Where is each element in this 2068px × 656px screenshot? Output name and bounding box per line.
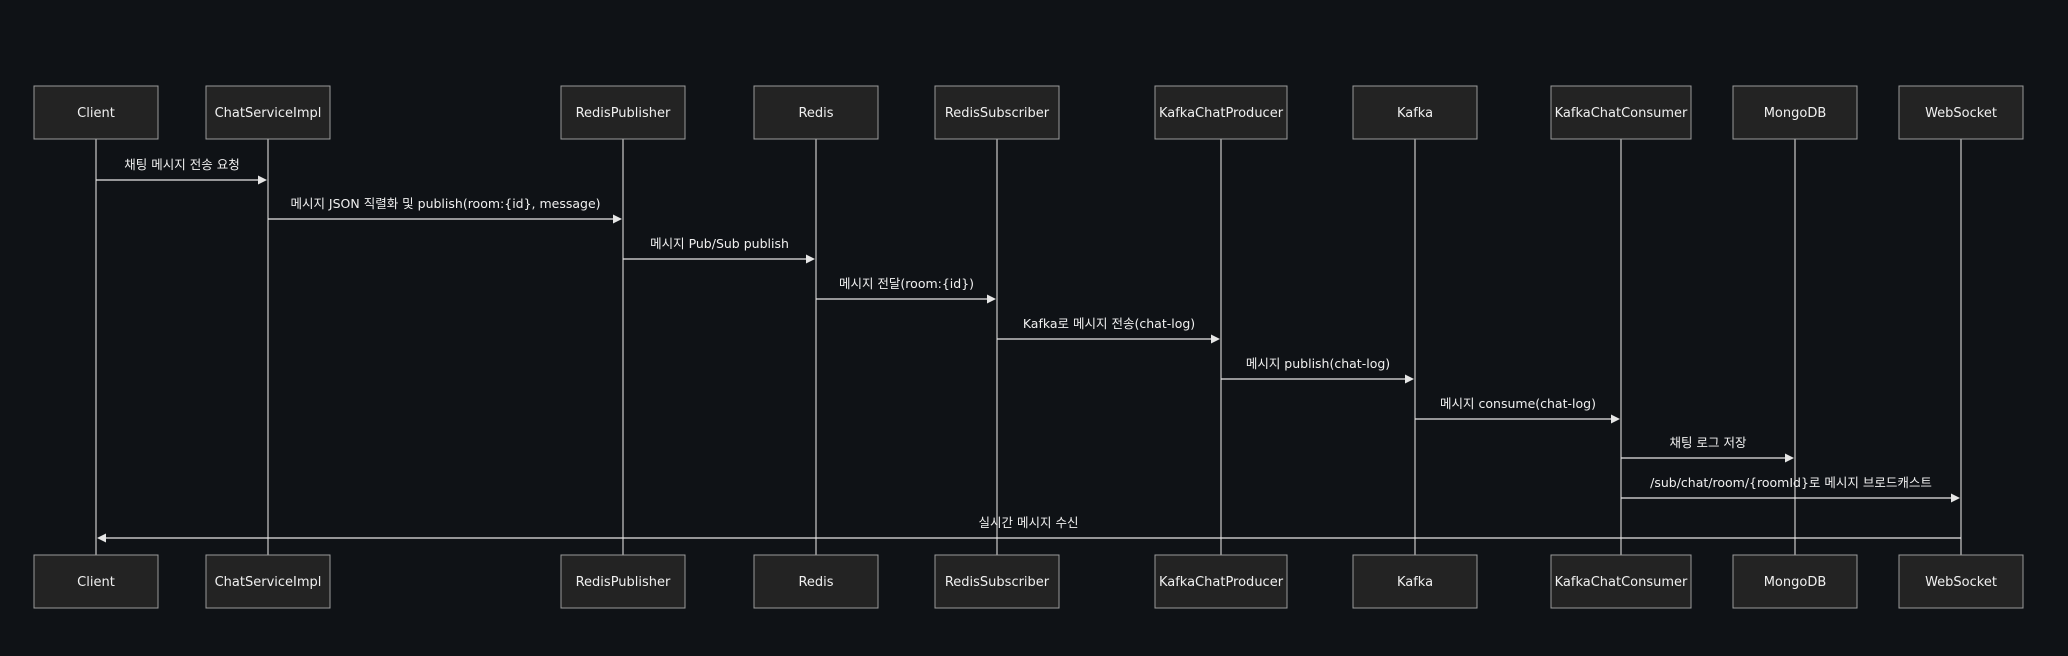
actor-bottom-kafka[interactable]: Kafka: [1352, 554, 1478, 609]
message-label: 메시지 JSON 직렬화 및 publish(room:{id}, messag…: [290, 196, 600, 211]
actor-label: RedisSubscriber: [945, 106, 1050, 121]
message-6: 메시지 publish(chat-log): [1221, 356, 1414, 384]
actor-top-kafkachatproducer[interactable]: KafkaChatProducer: [1154, 85, 1288, 140]
actors-top-group: Client ChatServiceImpl RedisPublisher Redis…: [33, 85, 2024, 140]
actor-box: [205, 554, 331, 609]
actor-label: WebSocket: [1925, 575, 1997, 590]
actor-box: [1898, 85, 2024, 140]
arrowhead-icon: [1611, 414, 1620, 424]
actor-bottom-redis[interactable]: Redis: [753, 554, 879, 609]
message-2: 메시지 JSON 직렬화 및 publish(room:{id}, messag…: [268, 196, 622, 224]
message-label: 채팅 메시지 전송 요청: [124, 157, 239, 172]
actor-label: ChatServiceImpl: [215, 575, 322, 590]
actor-box: [1352, 85, 1478, 140]
lifelines-group: [95, 114, 1962, 555]
actor-box: [1154, 85, 1288, 140]
actor-label: KafkaChatConsumer: [1555, 106, 1688, 121]
arrowhead-icon: [1785, 453, 1794, 463]
actor-box: [1154, 554, 1288, 609]
actor-label: WebSocket: [1925, 106, 1997, 121]
actor-box: [934, 554, 1060, 609]
actor-top-chatserviceimpl[interactable]: ChatServiceImpl: [205, 85, 331, 140]
actor-bottom-redispublisher[interactable]: RedisPublisher: [560, 554, 686, 609]
message-1: 채팅 메시지 전송 요청: [96, 157, 267, 185]
actor-top-redissubscriber[interactable]: RedisSubscriber: [934, 85, 1060, 140]
actor-box: [1550, 85, 1692, 140]
arrowhead-icon: [1951, 493, 1960, 503]
message-7: 메시지 consume(chat-log): [1415, 396, 1620, 424]
arrowhead-icon: [1211, 334, 1220, 344]
actor-bottom-chatserviceimpl[interactable]: ChatServiceImpl: [205, 554, 331, 609]
actor-bottom-kafkachatproducer[interactable]: KafkaChatProducer: [1154, 554, 1288, 609]
actor-label: MongoDB: [1764, 106, 1827, 121]
arrowhead-icon: [1405, 374, 1414, 384]
actor-top-websocket[interactable]: WebSocket: [1898, 85, 2024, 140]
actor-label: KafkaChatProducer: [1159, 575, 1284, 590]
actor-label: RedisPublisher: [576, 575, 671, 590]
actor-bottom-mongodb[interactable]: MongoDB: [1732, 554, 1858, 609]
actor-label: MongoDB: [1764, 575, 1827, 590]
actor-box: [560, 554, 686, 609]
actor-bottom-websocket[interactable]: WebSocket: [1898, 554, 2024, 609]
actor-label: RedisSubscriber: [945, 575, 1050, 590]
message-9: /sub/chat/room/{roomId}로 메시지 브로드캐스트: [1621, 475, 1960, 503]
actor-top-client[interactable]: Client: [33, 85, 159, 140]
actor-label: Client: [77, 575, 115, 590]
message-3: 메시지 Pub/Sub publish: [623, 236, 815, 264]
actor-box: [205, 85, 331, 140]
arrowhead-icon: [806, 254, 815, 264]
message-label: 메시지 consume(chat-log): [1440, 396, 1596, 411]
actor-box: [1732, 554, 1858, 609]
message-label: Kafka로 메시지 전송(chat-log): [1023, 316, 1195, 331]
actor-label: Kafka: [1397, 575, 1433, 590]
actor-top-redispublisher[interactable]: RedisPublisher: [560, 85, 686, 140]
actor-label: Redis: [798, 106, 833, 121]
actor-top-kafka[interactable]: Kafka: [1352, 85, 1478, 140]
message-label: 메시지 Pub/Sub publish: [650, 236, 789, 251]
actor-label: Client: [77, 106, 115, 121]
actor-label: KafkaChatProducer: [1159, 106, 1284, 121]
actors-bottom-group: Client ChatServiceImpl RedisPublisher Redis…: [33, 554, 2024, 609]
actor-box: [1352, 554, 1478, 609]
message-label: /sub/chat/room/{roomId}로 메시지 브로드캐스트: [1650, 475, 1932, 490]
message-10: 실시간 메시지 수신: [97, 515, 1961, 543]
actor-bottom-redissubscriber[interactable]: RedisSubscriber: [934, 554, 1060, 609]
message-label: 채팅 로그 저장: [1670, 435, 1747, 450]
message-8: 채팅 로그 저장: [1621, 435, 1794, 463]
arrowhead-icon: [987, 294, 996, 304]
message-label: 메시지 publish(chat-log): [1246, 356, 1390, 371]
actor-box: [33, 85, 159, 140]
message-label: 실시간 메시지 수신: [979, 515, 1079, 530]
actor-bottom-client[interactable]: Client: [33, 554, 159, 609]
actor-top-kafkachatconsumer[interactable]: KafkaChatConsumer: [1550, 85, 1692, 140]
actor-box: [753, 85, 879, 140]
arrowhead-icon: [97, 533, 106, 543]
actor-box: [33, 554, 159, 609]
actor-box: [753, 554, 879, 609]
actor-label: ChatServiceImpl: [215, 106, 322, 121]
actor-box: [560, 85, 686, 140]
actor-box: [1732, 85, 1858, 140]
actor-box: [1898, 554, 2024, 609]
arrowhead-icon: [613, 214, 622, 224]
actor-label: Redis: [798, 575, 833, 590]
actor-box: [934, 85, 1060, 140]
arrowhead-icon: [258, 175, 267, 185]
message-5: Kafka로 메시지 전송(chat-log): [997, 316, 1220, 344]
actor-label: Kafka: [1397, 106, 1433, 121]
actor-bottom-kafkachatconsumer[interactable]: KafkaChatConsumer: [1550, 554, 1692, 609]
actor-label: RedisPublisher: [576, 106, 671, 121]
actor-top-redis[interactable]: Redis: [753, 85, 879, 140]
message-4: 메시지 전달(room:{id}): [816, 276, 996, 304]
actor-top-mongodb[interactable]: MongoDB: [1732, 85, 1858, 140]
message-label: 메시지 전달(room:{id}): [839, 276, 974, 291]
actor-box: [1550, 554, 1692, 609]
actor-label: KafkaChatConsumer: [1555, 575, 1688, 590]
